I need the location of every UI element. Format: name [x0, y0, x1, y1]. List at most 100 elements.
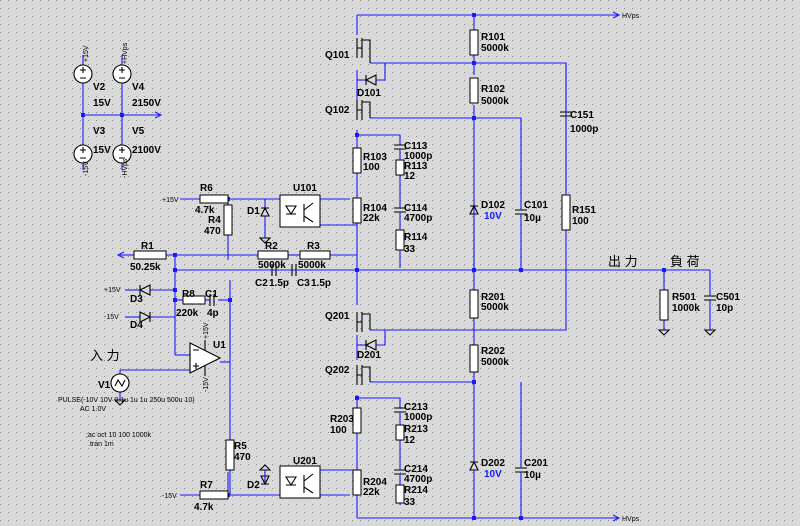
load-labels: R501 1000k C501 10p	[672, 292, 740, 314]
r501-name: R501	[672, 292, 696, 303]
v5-value: 2100V	[132, 145, 161, 156]
input-label: 入 力	[90, 348, 120, 363]
c213-value: 1000p	[404, 412, 432, 423]
v3-name: V3	[93, 126, 106, 137]
r8-name: R8	[182, 289, 195, 300]
lower-labels: Q201 D201 Q202 R201 5000k R202 5000k C21…	[247, 292, 548, 508]
node-labels: 入 力 出 力 負 荷	[90, 254, 700, 363]
p15-label-top: +15V	[162, 197, 179, 204]
capacitor-leads	[258, 63, 711, 485]
r114-value: 33	[404, 244, 416, 255]
d102-name: D102	[481, 200, 505, 211]
d1-label: D1	[247, 206, 260, 217]
r201-name: R201	[481, 292, 505, 303]
v1-ac: AC 1.0V	[80, 406, 106, 413]
rail-arrows	[116, 11, 621, 522]
d201-label: D201	[357, 350, 381, 361]
v2-name: V2	[93, 82, 106, 93]
r151-name: R151	[572, 205, 596, 216]
r2-name: R2	[265, 241, 278, 252]
diode-leads	[264, 63, 475, 482]
r3-name: R3	[307, 241, 320, 252]
r7-value: 4.7k	[194, 502, 214, 513]
r3-value: 5000k	[298, 260, 326, 271]
r7-name: R7	[200, 480, 213, 491]
c201-name: C201	[524, 458, 548, 469]
resistors	[133, 29, 669, 504]
c101-name: C101	[524, 200, 548, 211]
c1-name: C1	[205, 289, 218, 300]
op-amp	[189, 340, 222, 376]
r204-name: R204	[363, 477, 387, 488]
r4-name: R4	[208, 215, 221, 226]
d2-label: D2	[247, 480, 260, 491]
r113-value: 12	[404, 171, 416, 182]
r501-value: 1000k	[672, 303, 700, 314]
c3-name: C3	[297, 278, 310, 289]
r6-value: 4.7k	[195, 205, 215, 216]
hv-plus-label: HVps	[622, 13, 640, 20]
c114-name: C114	[404, 203, 428, 214]
opto-couplers	[279, 194, 321, 499]
m15-label-d4: -15V	[104, 314, 119, 321]
c3-value: 1.5p	[311, 278, 331, 289]
r102-value: 5000k	[481, 96, 509, 107]
c1-value: 4p	[207, 308, 219, 319]
r1-name: R1	[141, 241, 154, 252]
r102-name: R102	[481, 84, 505, 95]
output-label: 出 力	[608, 254, 638, 269]
r204-value: 22k	[363, 487, 380, 498]
r101-value: 5000k	[481, 43, 509, 54]
c214-name: C214	[404, 464, 428, 475]
d4-label: D4	[130, 320, 143, 331]
v3-value: 15V	[93, 145, 111, 156]
c113-name: C113	[404, 141, 428, 152]
v4-value: 2150V	[132, 98, 161, 109]
ground-symbols	[113, 237, 717, 471]
u101-label: U101	[293, 183, 317, 194]
r104-name: R104	[363, 203, 387, 214]
v4-name: V4	[132, 82, 145, 93]
rail-labels: HVps HVps +15V -15V +15V -15V +15V +HVps…	[83, 13, 640, 523]
hv-minus-label: HVps	[622, 516, 640, 523]
r113-name: R113	[404, 161, 428, 172]
c101-value: 10µ	[524, 213, 541, 224]
c501-value: 10p	[716, 303, 733, 314]
voltage-sources	[73, 64, 132, 393]
r1-value: 50.25k	[130, 262, 161, 273]
q202-label: Q202	[325, 365, 350, 376]
c113-value: 1000p	[404, 151, 432, 162]
r8-value: 220k	[176, 308, 199, 319]
d202-name: D202	[481, 458, 505, 469]
c201-value: 10µ	[524, 470, 541, 481]
c2-name: C2	[255, 278, 268, 289]
v5-rail-label: -HVps	[122, 158, 129, 178]
c114-value: 4700p	[404, 213, 432, 224]
c151-value: 1000p	[570, 124, 598, 135]
r203-value: 100	[330, 425, 347, 436]
r201-value: 5000k	[481, 302, 509, 313]
r5-name: R5	[234, 441, 247, 452]
v5-name: V5	[132, 126, 145, 137]
r2-value: 5000k	[258, 260, 286, 271]
r104-value: 22k	[363, 213, 380, 224]
r114-name: R114	[404, 232, 428, 243]
load-label: 負 荷	[670, 254, 700, 269]
r101-name: R101	[481, 32, 505, 43]
r103-name: R103	[363, 152, 387, 163]
v1-name: V1	[98, 380, 111, 391]
r5-value: 470	[234, 452, 251, 463]
v4-rail-label: +HVps	[122, 42, 129, 64]
r214-value: 33	[404, 497, 416, 508]
r202-name: R202	[481, 346, 505, 357]
r214-name: R214	[404, 485, 428, 496]
q102-label: Q102	[325, 105, 350, 116]
r213-name: R213	[404, 424, 428, 435]
u1-minus-rail: -15V	[203, 377, 210, 392]
r202-value: 5000k	[481, 357, 509, 368]
tran-directive: .tran 1m	[88, 441, 114, 448]
r6-name: R6	[200, 183, 213, 194]
c213-name: C213	[404, 402, 428, 413]
u201-label: U201	[293, 456, 317, 467]
d101-label: D101	[357, 88, 381, 99]
